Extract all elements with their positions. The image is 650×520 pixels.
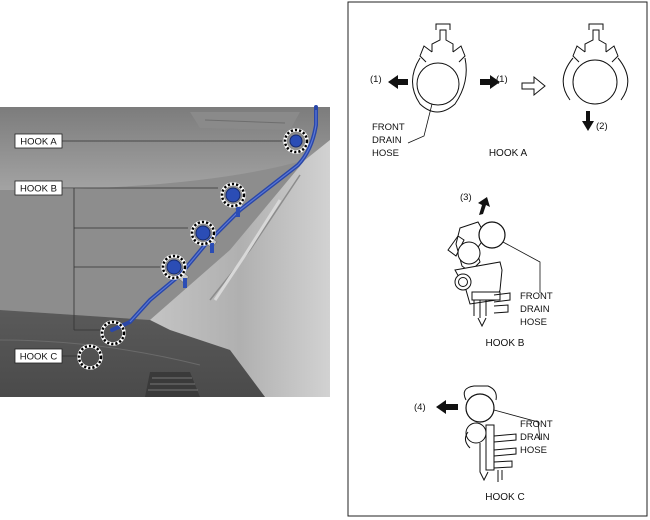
- hook-c-step4-label: (4): [414, 402, 426, 413]
- hose-clip-tails: [183, 207, 240, 288]
- hook-a-arrow-down: [582, 111, 594, 131]
- hook-b-detail: (3) FRONT DRAIN HOSE HOOK B: [447, 192, 553, 349]
- hook-b-hose-label-1: FRONT: [520, 291, 553, 302]
- hook-a-clip-released: [562, 23, 629, 105]
- hook-b-arrow-up: [478, 197, 490, 215]
- hook-c-detail: (4) FRONT DRAIN HOSE HOOK C: [414, 385, 553, 503]
- hook-c-hose-label-3: HOSE: [520, 445, 547, 456]
- hook-a-step1-right-label: (1): [496, 74, 508, 85]
- hook-b-hose: [478, 221, 506, 249]
- hook-a-arrow-left: [388, 75, 408, 89]
- vehicle-photo: [0, 105, 330, 397]
- hook-c-arrow-left: [436, 400, 458, 414]
- vent-louvers: [148, 377, 198, 391]
- hook-a-hose-label-3: HOSE: [372, 148, 399, 159]
- hook-a-step1-left-label: (1): [370, 74, 382, 85]
- hook-b-caption: HOOK B: [486, 338, 525, 349]
- hook-a-transition-arrow: [521, 75, 546, 97]
- hose-highlight: [129, 110, 317, 323]
- hook-a-label: HOOK A: [20, 137, 57, 148]
- hook-c-hose: [465, 393, 495, 423]
- hook-a-caption: HOOK A: [489, 148, 528, 159]
- hook-c-caption: HOOK C: [485, 492, 524, 503]
- photo-leader-lines: [62, 140, 282, 357]
- hook-b-hose-label-2: DRAIN: [520, 304, 550, 315]
- hook-c-hose-label-1: FRONT: [520, 419, 553, 430]
- pillar-highlight: [213, 199, 282, 301]
- hook-markers: [77, 128, 309, 370]
- hook-b-hose-leader: [502, 241, 541, 293]
- hook-b-bracket: [447, 221, 511, 328]
- hook-a-hose-label-1: FRONT: [372, 122, 405, 133]
- a-pillar-trim: [150, 140, 330, 397]
- hook-b-hose-label-3: HOSE: [520, 317, 547, 328]
- hook-c-hose-label-2: DRAIN: [520, 432, 550, 443]
- hook-b-step3-label: (3): [460, 192, 472, 203]
- visor-edge: [204, 119, 286, 124]
- hook-a-arrow-right: [480, 75, 500, 89]
- hook-c-hose-leader: [493, 409, 541, 441]
- hook-a-clip-open: [412, 23, 467, 113]
- hook-c-bracket: [463, 385, 517, 482]
- hook-b-label-box: HOOK B: [14, 180, 63, 196]
- hook-a-label-box: HOOK A: [14, 133, 63, 149]
- hose-clip-blobs: [166, 134, 303, 275]
- hook-a-step2-label: (2): [596, 121, 608, 132]
- hook-a-hose-leader: [407, 103, 433, 144]
- hook-b-label: HOOK B: [20, 184, 57, 195]
- dashboard: [0, 310, 265, 397]
- dash-contour: [0, 339, 201, 366]
- hook-a-hose-label-2: DRAIN: [372, 135, 402, 146]
- pillar-edge-line: [209, 174, 301, 301]
- hook-c-label: HOOK C: [20, 352, 58, 363]
- hook-a-detail: (1) (1) (2) FRONT DRAIN HOSE HOOK A: [370, 23, 629, 159]
- hook-c-label-box: HOOK C: [14, 348, 63, 364]
